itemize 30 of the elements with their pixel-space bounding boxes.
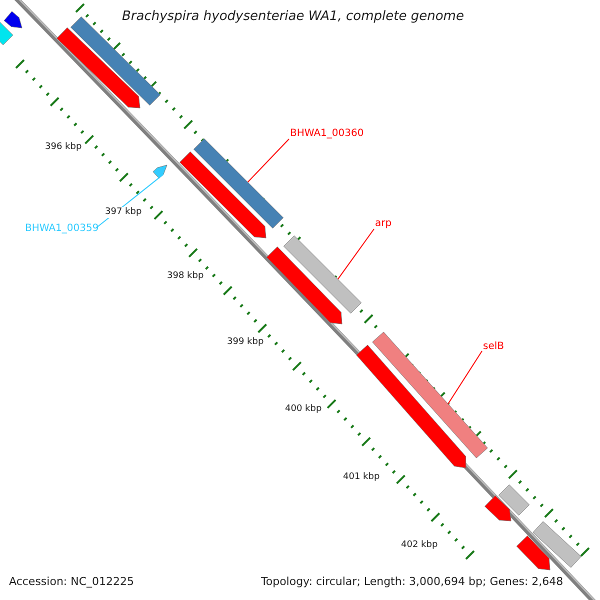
gene-bar: [152, 164, 168, 179]
gene-bar: [193, 138, 284, 229]
leader-line: [448, 350, 482, 404]
scale-label: 397 kbp: [104, 207, 143, 218]
leader-line: [337, 228, 374, 280]
gene-bar: [498, 484, 530, 516]
gene-label: BHWA1_00359: [25, 224, 99, 234]
gene-bar: [179, 151, 266, 238]
scale-label: 399 kbp: [226, 337, 265, 348]
gene-label: BHWA1_00360: [290, 129, 364, 139]
scale-label: 396 kbp: [44, 142, 83, 153]
gene-bar: [266, 246, 342, 324]
gene-bar: [516, 536, 550, 570]
scale-label: 401 kbp: [342, 472, 381, 483]
gene-label: arp: [375, 219, 392, 229]
leader-line: [247, 138, 290, 183]
gene-bar: [283, 235, 362, 314]
scale-label: 400 kbp: [284, 404, 323, 415]
gene-label: selB: [483, 342, 504, 352]
map-title: Brachyspira hyodysenteriae WA1, complete genome: [122, 10, 464, 23]
scale-label: 402 kbp: [400, 540, 439, 551]
gene-bar: [532, 521, 582, 568]
gene-bar: [484, 495, 512, 522]
gene-bar: [4, 11, 22, 28]
scale-label: 398 kbp: [166, 271, 205, 282]
gene-bar: [0, 20, 14, 46]
gene-bar: [56, 27, 140, 108]
genome-summary-text: Topology: circular; Length: 3,000,694 bp; Genes: 2,648: [261, 576, 564, 587]
gene-bar: [356, 344, 466, 468]
accession-text: Accession: NC_012225: [9, 576, 134, 587]
